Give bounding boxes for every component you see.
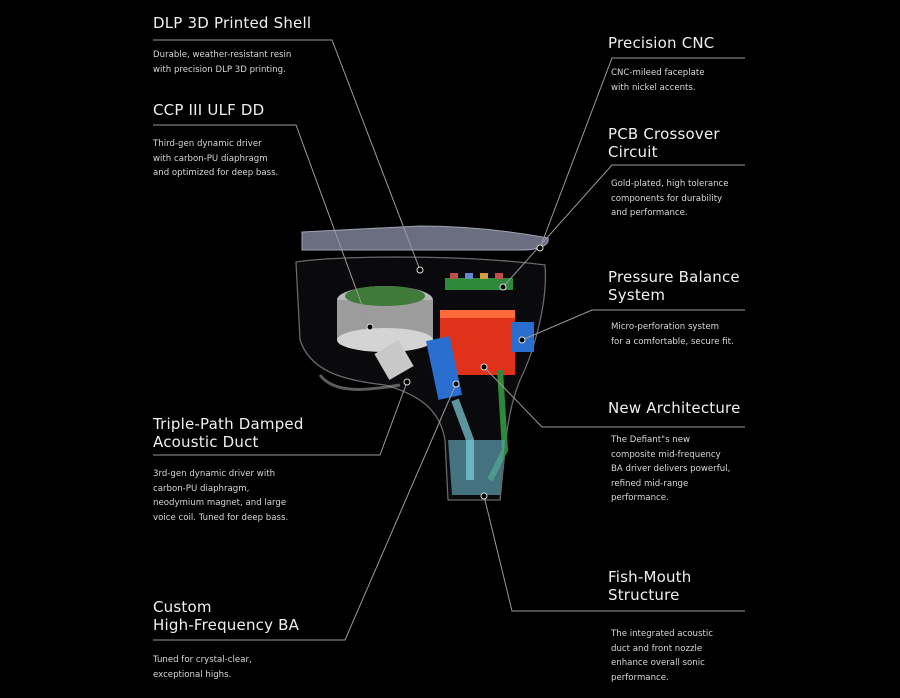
desc-line: for a comfortable, secure fit. <box>611 336 734 347</box>
dlp-shell-title: DLP 3D Printed Shell <box>153 14 312 32</box>
desc-line: Durable, weather-resistant resin <box>153 50 292 60</box>
shell-reflection <box>318 374 401 391</box>
desc-line: CNC-mileed faceplate <box>611 68 705 78</box>
desc-line: and optimized for deep bass. <box>153 168 279 179</box>
pcb-title: PCB Crossover Circuit <box>608 125 720 161</box>
desc-line: with precision DLP 3D printing. <box>153 64 286 75</box>
ccp-dd-desc: Third-gen dynamic driver with carbon-PU … <box>153 137 278 181</box>
new-arch-title: New Architecture <box>608 399 741 417</box>
precision-cnc-title: Precision CNC <box>608 34 715 52</box>
desc-line: exceptional highs. <box>153 669 232 680</box>
title-line: Fish-Mouth <box>608 568 692 586</box>
title-line: Structure <box>608 586 680 604</box>
desc-line: 3rd-gen dynamic driver with <box>153 469 276 479</box>
dlp-shell-desc: Durable, weather-resistant resin with pr… <box>153 48 291 77</box>
desc-line: composite mid-frequency <box>611 449 721 460</box>
faceplate <box>301 225 549 251</box>
title-line: Custom <box>153 598 212 616</box>
desc-line: Tuned for crystal-clear, <box>153 655 252 665</box>
desc-line: refined mid-range <box>611 478 689 489</box>
desc-line: neodymium magnet, and large <box>153 498 287 509</box>
desc-line: The integrated acoustic <box>611 629 713 639</box>
desc-line: with nickel accents. <box>611 82 696 93</box>
callout-dots <box>366 244 544 500</box>
title-line: Acoustic Duct <box>153 433 259 451</box>
desc-line: with carbon-PU diaphragm <box>153 153 268 164</box>
desc-line: voice coil. Tuned for deep bass. <box>153 512 289 523</box>
new-arch-desc: The Defiant"s new composite mid-frequenc… <box>611 433 730 506</box>
pcb-desc: Gold-plated, high tolerance components f… <box>611 177 729 221</box>
custom-ba-desc: Tuned for crystal-clear, exceptional hig… <box>153 653 252 682</box>
desc-line: duct and front nozzle <box>611 643 703 654</box>
desc-line: The Defiant"s new <box>611 435 691 445</box>
fish-mouth-desc: The integrated acoustic duct and front n… <box>611 627 713 685</box>
desc-line: Third-gen dynamic driver <box>153 139 262 149</box>
nozzle <box>448 440 505 495</box>
pressure-desc: Micro-perforation system for a comfortab… <box>611 320 734 349</box>
desc-line: Micro-perforation system <box>611 322 720 332</box>
precision-cnc-desc: CNC-mileed faceplate with nickel accents… <box>611 66 705 95</box>
desc-line: Gold-plated, high tolerance <box>611 179 729 189</box>
triple-path-title: Triple-Path Damped Acoustic Duct <box>153 415 304 451</box>
acoustic-duct <box>374 340 414 380</box>
title-line: Triple-Path Damped <box>153 415 304 433</box>
desc-line: performance. <box>611 493 669 504</box>
desc-line: carbon-PU diaphragm, <box>153 483 250 494</box>
desc-line: enhance overall sonic <box>611 658 705 669</box>
title-line: Circuit <box>608 143 658 161</box>
desc-line: components for durability <box>611 193 723 204</box>
title-line: System <box>608 286 666 304</box>
pressure-title: Pressure Balance System <box>608 268 740 304</box>
desc-line: performance. <box>611 672 669 683</box>
fish-mouth-title: Fish-Mouth Structure <box>608 568 691 604</box>
title-line: PCB Crossover <box>608 125 720 143</box>
ccp-dd-title: CCP III ULF DD <box>153 101 265 119</box>
title-line: Pressure Balance <box>608 268 740 286</box>
pcb-board <box>445 278 513 290</box>
title-line: High-Frequency BA <box>153 616 300 634</box>
desc-line: BA driver delivers powerful, <box>611 464 731 475</box>
custom-ba-title: Custom High-Frequency BA <box>153 598 299 634</box>
desc-line: and performance. <box>611 208 688 219</box>
triple-path-desc: 3rd-gen dynamic driver with carbon-PU di… <box>153 467 288 525</box>
